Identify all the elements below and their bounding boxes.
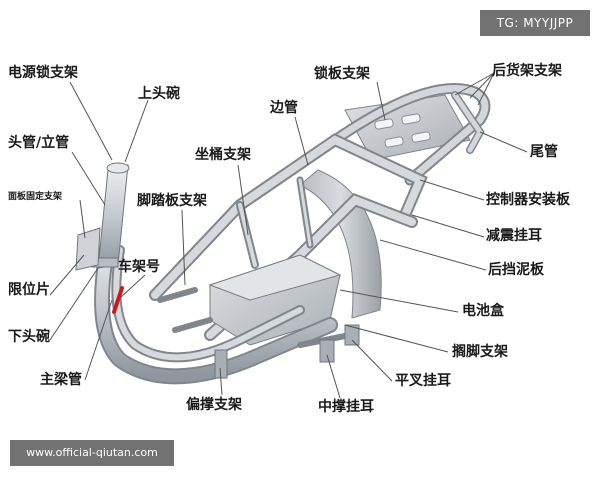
label-tail-tube: 尾管 (530, 144, 558, 160)
label-power-lock-bracket: 电源锁支架 (8, 65, 78, 81)
tg-watermark: TG: MYYJJPP (480, 10, 590, 36)
label-limit-plate: 限位片 (8, 282, 50, 298)
label-main-beam-tube: 主梁管 (40, 372, 82, 388)
label-seat-bucket-bracket: 坐桶支架 (195, 147, 251, 163)
label-head-tube: 头管/立管 (8, 135, 70, 151)
label-lower-head-bowl: 下头碗 (8, 329, 50, 345)
label-frame-number: 车架号 (118, 259, 160, 275)
label-controller-mount-plate: 控制器安装板 (486, 192, 570, 208)
label-rear-carrier-bracket: 后货架支架 (492, 63, 562, 79)
lower-brackets (214, 324, 360, 379)
leader-lines (49, 72, 528, 399)
label-swingarm-lug: 平叉挂耳 (395, 373, 451, 389)
label-panel-fixing-bracket: 面板固定支架 (8, 192, 63, 202)
label-center-stand-lug: 中撑挂耳 (318, 399, 374, 415)
label-rear-mudguard: 后挡泥板 (488, 262, 544, 278)
label-battery-box: 电池盒 (462, 303, 504, 319)
url-watermark: www.official-qiutan.com (10, 440, 174, 466)
label-lock-plate-bracket: 锁板支架 (314, 66, 370, 82)
label-side-stand-bracket: 偏撑支架 (186, 397, 242, 413)
head-tube (91, 162, 130, 269)
label-footrest-bracket: 搁脚支架 (452, 344, 508, 360)
label-side-tube: 边管 (270, 100, 298, 116)
label-footboard-bracket: 脚踏板支架 (137, 193, 207, 209)
frame-number-mark (112, 286, 124, 314)
panel-fixing-bracket (75, 227, 101, 271)
label-shock-lug: 减震挂耳 (486, 228, 542, 244)
label-upper-head-bowl: 上头碗 (138, 86, 180, 102)
